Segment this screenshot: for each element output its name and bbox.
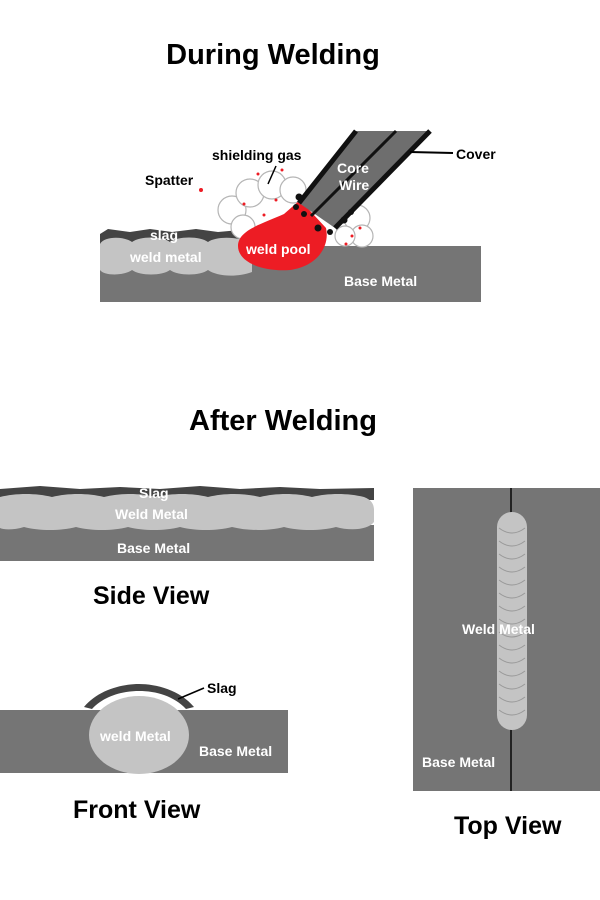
cover-label: Cover (456, 146, 496, 162)
shielding-gas-label: shielding gas (212, 147, 302, 163)
weld-ripple (498, 618, 526, 625)
top-weld-bead (497, 512, 527, 730)
front-slag-leader (177, 687, 205, 700)
side-slag-label: Slag (139, 485, 169, 501)
front-weld-metal-bead (89, 696, 189, 774)
top-view-caption: Top View (454, 812, 562, 840)
side-weld-metal-bead (0, 494, 374, 530)
core-wire-divider (309, 129, 398, 218)
weld-ripple (498, 644, 526, 651)
slag-label: slag (150, 227, 178, 243)
spatter-label: Spatter (145, 172, 194, 188)
cover-leader (409, 151, 454, 154)
title-after-welding: After Welding (189, 405, 377, 437)
base-metal-label: Base Metal (344, 273, 417, 289)
weld-ripple (498, 579, 526, 586)
top-weld-metal-label: Weld Metal (462, 621, 535, 637)
front-view-diagram: Slag weld Metal Base Metal (0, 680, 288, 774)
core-wire-electrode (299, 131, 430, 228)
front-view-caption: Front View (73, 796, 201, 824)
weld-ripple (498, 696, 526, 703)
side-base-metal (0, 525, 374, 561)
weld-ripple (498, 553, 526, 560)
weld-pool (238, 200, 327, 271)
weld-metal-bead (100, 237, 252, 276)
front-weld-metal-label: weld Metal (99, 728, 171, 744)
weld-ripple (498, 605, 526, 612)
core-wire-label-line1: Core (337, 160, 369, 176)
weld-pool-label: weld pool (245, 241, 311, 257)
top-weld-ripples (498, 527, 526, 716)
weld-ripple (498, 631, 526, 638)
side-weld-metal-label: Weld Metal (115, 506, 188, 522)
front-slag-label: Slag (207, 680, 237, 696)
top-base-metal-label: Base Metal (422, 754, 495, 770)
spatter-particles (199, 168, 362, 246)
weld-ripple (498, 566, 526, 573)
front-slag-cap (84, 684, 194, 709)
weld-metal-label: weld metal (129, 249, 202, 265)
side-view-diagram: Slag Weld Metal Base Metal (0, 485, 374, 561)
weld-ripple (498, 670, 526, 677)
top-view-diagram: Weld Metal Base Metal (413, 488, 600, 791)
side-base-metal-label: Base Metal (117, 540, 190, 556)
weld-ripple (498, 657, 526, 664)
weld-ripple (498, 683, 526, 690)
flux-drops (293, 193, 354, 235)
title-during-welding: During Welding (166, 39, 380, 71)
weld-ripple (498, 592, 526, 599)
during-welding-diagram: Spatter shielding gas Core Wire Cover sl… (100, 129, 496, 302)
weld-ripple (498, 540, 526, 547)
shielding-gas-leader (267, 165, 277, 185)
front-base-metal-label: Base Metal (199, 743, 272, 759)
side-view-caption: Side View (93, 582, 210, 610)
weld-ripple (498, 709, 526, 716)
weld-ripple (498, 527, 526, 534)
core-wire-label-line2: Wire (339, 177, 369, 193)
